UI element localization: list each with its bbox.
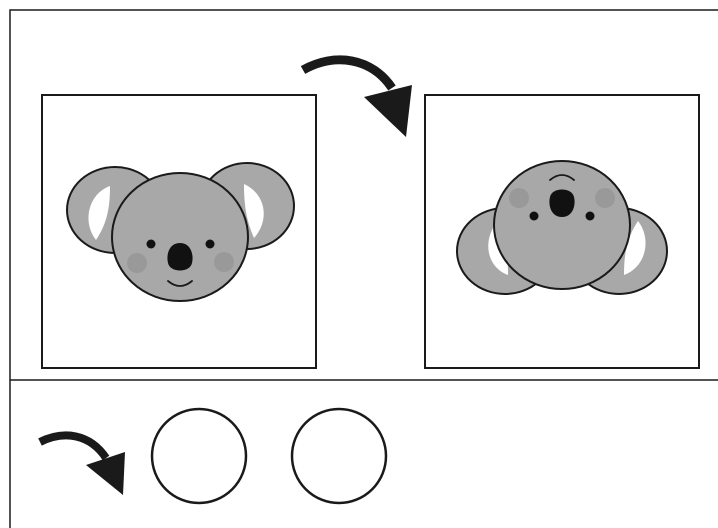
right-eye xyxy=(529,211,539,221)
rotation-arrow-top-icon xyxy=(300,55,412,137)
rotation-arrow-bottom-icon xyxy=(38,431,125,495)
right-cheek xyxy=(509,188,529,208)
mouth xyxy=(167,280,193,287)
left-inner-ear xyxy=(624,221,646,275)
outer-border xyxy=(9,9,718,528)
right-eye xyxy=(205,239,215,249)
answer-circle-2[interactable] xyxy=(290,407,388,505)
right-cheek xyxy=(214,252,234,272)
left-inner-ear xyxy=(88,186,110,240)
nose xyxy=(167,243,193,271)
mouth xyxy=(549,174,575,181)
right-inner-ear xyxy=(244,184,264,238)
left-cheek xyxy=(127,253,147,273)
koala-upright xyxy=(66,162,295,302)
left-eye xyxy=(146,239,156,249)
left-eye xyxy=(585,211,595,221)
left-cheek xyxy=(595,188,615,208)
head xyxy=(493,160,631,290)
answer-circle-1[interactable] xyxy=(150,407,248,505)
nose xyxy=(549,189,575,217)
head xyxy=(111,172,249,302)
koala-rotated xyxy=(456,160,668,295)
